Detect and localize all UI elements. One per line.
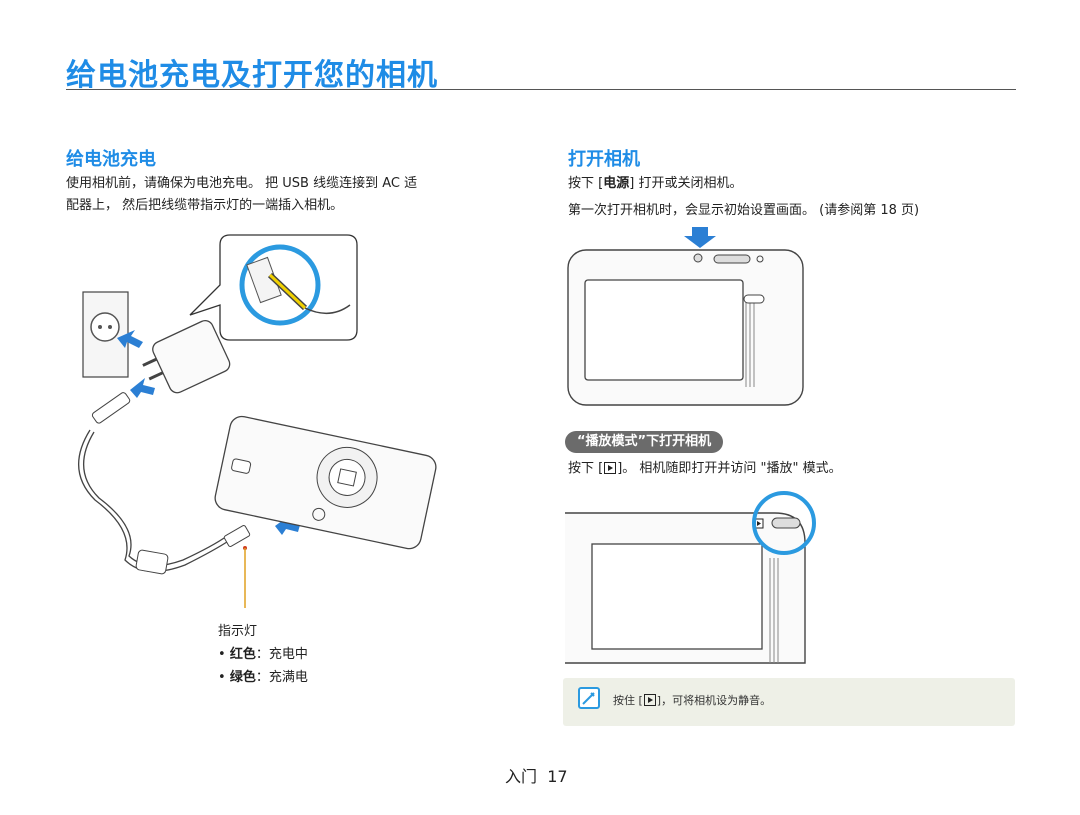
arrow-plug-icon bbox=[117, 330, 143, 348]
camera-screen-playback bbox=[591, 543, 763, 650]
charge-instructions-line2: 配器上， 然后把线缆带指示灯的一端插入相机。 bbox=[66, 198, 344, 213]
bullet-color-red: 红色 bbox=[229, 647, 256, 662]
playback-icon bbox=[643, 694, 656, 706]
usb-plug bbox=[91, 392, 131, 424]
charge-instructions-line1: 使用相机前，请确保为电池充电。 把 USB 线缆连接到 AC 适 bbox=[66, 176, 418, 191]
usb-cable bbox=[78, 429, 231, 573]
title-divider bbox=[66, 89, 1016, 90]
page-number: 17 bbox=[547, 767, 568, 786]
power-step: 按下 [电源] 打开或关闭相机。 bbox=[568, 173, 742, 195]
power-step-post: ] 打开或关闭相机。 bbox=[629, 176, 743, 191]
bullet-color-green: 绿色 bbox=[229, 670, 256, 685]
note-text-post: ]，可将相机设为静音。 bbox=[656, 694, 772, 707]
arrow-usb-icon bbox=[130, 378, 155, 398]
power-step-pre: 按下 [ bbox=[568, 176, 604, 191]
charge-heading: 给电池充电 bbox=[66, 149, 156, 170]
bullet-dot: • bbox=[218, 647, 230, 662]
note-icon bbox=[578, 687, 600, 709]
charging-illustration bbox=[78, 234, 437, 608]
power-arrow-icon bbox=[684, 227, 716, 248]
ac-adapter bbox=[142, 320, 231, 394]
note-box bbox=[563, 678, 1015, 726]
power-on-heading: 打开相机 bbox=[568, 149, 640, 170]
cable-ferrite bbox=[135, 549, 169, 575]
bullet-separator: ： bbox=[255, 670, 269, 685]
bullet-charging: • 红色：充电中 bbox=[218, 643, 308, 662]
playback-step: 按下 [ ]。 相机随即打开并访问 "播放" 模式。 bbox=[568, 458, 842, 480]
bullet-dot: • bbox=[218, 670, 230, 685]
footer-section: 入门 bbox=[505, 767, 538, 786]
first-time-note: 第一次打开相机时，会显示初始设置画面。 (请参阅第 18 页) bbox=[568, 203, 920, 218]
camera-body bbox=[214, 415, 437, 550]
playback-mode-tag: “播放模式”下打开相机 bbox=[565, 431, 724, 453]
zoom-lever-icon bbox=[771, 517, 801, 529]
indicator-label: 指示灯 bbox=[218, 624, 258, 639]
power-button-icon bbox=[693, 253, 703, 263]
camera-screen bbox=[584, 279, 744, 381]
bullet-separator: ： bbox=[255, 647, 269, 662]
bullet-full: • 绿色：充满电 bbox=[218, 666, 308, 685]
playback-step-pre: 按下 [ bbox=[568, 461, 604, 476]
playback-step-post: ]。 相机随即打开并访问 "播放" 模式。 bbox=[617, 461, 842, 476]
arrow-camera-icon bbox=[275, 515, 300, 535]
bullet-desc-full: 充满电 bbox=[268, 670, 308, 685]
power-button-label: 电源 bbox=[603, 176, 630, 191]
camera-playback-illustration bbox=[565, 491, 816, 664]
playback-highlight-circle bbox=[752, 491, 816, 555]
page-footer: 入门 17 bbox=[505, 763, 568, 787]
camera-back-illustration bbox=[567, 227, 804, 406]
playback-icon bbox=[604, 462, 617, 474]
highlight-circle bbox=[239, 244, 321, 326]
note-text-pre: 按住 [ bbox=[613, 694, 643, 707]
charge-instructions: 使用相机前，请确保为电池充电。 把 USB 线缆连接到 AC 适 配器上， 然后… bbox=[66, 173, 536, 217]
shutter-button-icon bbox=[713, 254, 751, 264]
note-text: 按住 [ ]，可将相机设为静音。 bbox=[613, 692, 771, 708]
bullet-desc-charging: 充电中 bbox=[268, 647, 308, 662]
page-title: 给电池充电及打开您的相机 bbox=[66, 58, 438, 93]
camera-plug bbox=[223, 525, 251, 547]
